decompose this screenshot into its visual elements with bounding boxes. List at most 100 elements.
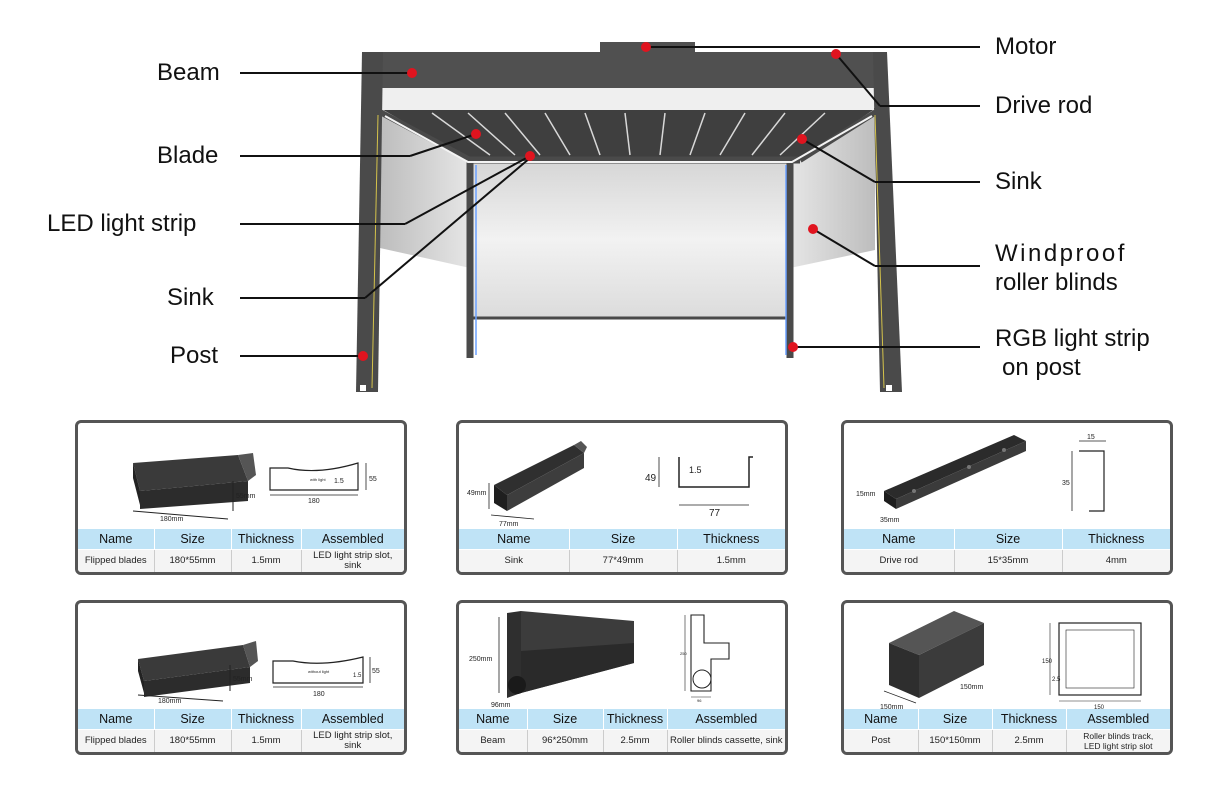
- value-assembled: Roller blinds cassette, sink: [667, 729, 785, 752]
- header-name: Name: [459, 529, 570, 550]
- dim-height: 55mm: [236, 493, 256, 500]
- label-motor: Motor: [995, 33, 1057, 60]
- value-thickness: 2.5mm: [992, 729, 1067, 752]
- value-thickness: 4mm: [1062, 549, 1170, 572]
- pergola-illustration: [240, 42, 980, 392]
- value-thickness: 1.5mm: [231, 549, 302, 572]
- back-roller-blind: [473, 162, 789, 317]
- marker-beam: [407, 68, 417, 78]
- label-post: Post: [170, 342, 219, 369]
- dim-height: 49mm: [467, 490, 487, 497]
- section-note: with light: [310, 477, 326, 482]
- header-size: Size: [954, 529, 1063, 550]
- beam-profile-drawing: 250mm 96mm 250 96: [469, 611, 730, 709]
- marker-motor: [641, 42, 651, 52]
- section-height: 49: [645, 473, 657, 484]
- section-thickness: 2.5: [1052, 677, 1061, 683]
- section-height: 150: [1042, 659, 1053, 665]
- label-on-post: on post: [1002, 354, 1081, 381]
- header-size: Size: [154, 529, 232, 550]
- label-sink-left: Sink: [167, 284, 214, 311]
- flipped-blade-profile-drawing: 180mm 55mm 180 55 1.5 without light: [137, 641, 380, 705]
- marker-sink: [797, 134, 807, 144]
- header-thickness: Thickness: [992, 709, 1067, 730]
- section-width: 150: [1094, 705, 1105, 711]
- value-thickness: 2.5mm: [603, 729, 668, 752]
- header-thickness: Thickness: [231, 709, 302, 730]
- header-thickness: Thickness: [1062, 529, 1170, 550]
- header-thickness: Thickness: [231, 529, 302, 550]
- section-height: 250: [680, 651, 687, 656]
- value-thickness: 1.5mm: [677, 549, 785, 572]
- label-blade: Blade: [157, 142, 219, 169]
- value-name: Sink: [459, 549, 570, 572]
- value-size: 77*49mm: [569, 549, 678, 572]
- section-thickness: 1.5: [689, 465, 702, 475]
- sink-profile-drawing: 49mm 77mm 77 49 1.5: [467, 441, 753, 528]
- value-name: Beam: [459, 729, 528, 752]
- value-name: Flipped blades: [78, 549, 155, 572]
- value-name: Drive rod: [844, 549, 955, 572]
- pergola-diagram: Beam Blade LED light strip Sink Post Mot…: [47, 33, 1150, 392]
- section-width: 77: [709, 508, 721, 519]
- value-size: 180*55mm: [154, 549, 232, 572]
- dim-length: 180mm: [160, 516, 184, 523]
- value-assembled: LED light strip slot, sink: [301, 549, 404, 572]
- header-thickness: Thickness: [677, 529, 785, 550]
- header-assembled: Assembled: [1066, 709, 1170, 730]
- header-thickness: Thickness: [603, 709, 668, 730]
- flipped-blade-profile-drawing: 180mm 55mm 180 55 1.5 with light: [132, 453, 377, 523]
- marker-drive-rod: [831, 49, 841, 59]
- value-size: 96*250mm: [527, 729, 604, 752]
- header-size: Size: [918, 709, 993, 730]
- marker-rgb: [788, 342, 798, 352]
- dim-width: 15mm: [856, 491, 876, 498]
- label-beam: Beam: [157, 59, 220, 86]
- value-size: 150*150mm: [918, 729, 993, 752]
- section-height: 55: [372, 668, 380, 675]
- header-name: Name: [844, 709, 919, 730]
- value-assembled: LED light strip slot, sink: [301, 729, 404, 752]
- header-size: Size: [154, 709, 232, 730]
- marker-led: [525, 151, 535, 161]
- post-profile-drawing: 150mm 150mm 150 150 2.5: [880, 611, 1142, 711]
- section-width: 180: [313, 691, 325, 698]
- section-thickness: 1.5: [334, 478, 344, 485]
- header-assembled: Assembled: [301, 529, 404, 550]
- value-assembled: Roller blinds track, LED light strip slo…: [1066, 729, 1170, 752]
- dim-length: 180mm: [158, 698, 182, 705]
- value-name: Post: [844, 729, 919, 752]
- header-assembled: Assembled: [301, 709, 404, 730]
- drive-rod-profile-drawing: 15mm 35mm 15 35: [856, 434, 1106, 524]
- section-width: 96: [697, 698, 702, 703]
- dim-width: 96mm: [491, 702, 511, 709]
- section-width: 15: [1087, 434, 1095, 441]
- dim-height: 150mm: [960, 684, 984, 691]
- header-assembled: Assembled: [667, 709, 785, 730]
- section-width: 180: [308, 498, 320, 505]
- section-height: 35: [1062, 480, 1070, 487]
- section-note: without light: [308, 669, 330, 674]
- value-size: 15*35mm: [954, 549, 1063, 572]
- dim-height: 55mm: [233, 676, 253, 683]
- label-roller-blinds: roller blinds: [995, 269, 1118, 296]
- marker-post: [358, 351, 368, 361]
- marker-blinds: [808, 224, 818, 234]
- right-post: [873, 52, 902, 392]
- dim-length: 77mm: [499, 521, 519, 528]
- header-size: Size: [569, 529, 678, 550]
- header-name: Name: [459, 709, 528, 730]
- marker-blade: [471, 129, 481, 139]
- header-name: Name: [78, 709, 155, 730]
- left-post: [356, 52, 383, 392]
- section-thickness: 1.5: [353, 673, 362, 679]
